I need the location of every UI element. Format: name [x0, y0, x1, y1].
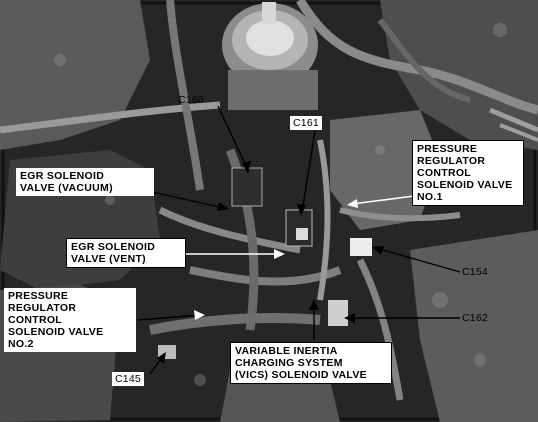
label-c160: C160 — [178, 94, 204, 106]
leader-egr-vacuum — [151, 191, 225, 209]
leader-prc-valve-2 — [137, 314, 201, 321]
label-c154: C154 — [462, 266, 488, 278]
label-c161: C161 — [290, 116, 322, 130]
label-vics-solenoid-valve: VARIABLE INERTIA CHARGING SYSTEM (VICS) … — [230, 342, 392, 384]
leader-c160 — [217, 105, 249, 171]
arrowhead-c160 — [242, 161, 251, 174]
arrowhead-prc-valve-1 — [347, 199, 358, 208]
label-pressure-regulator-control-solenoid-valve-2: PRESSURE REGULATOR CONTROL SOLENOID VALV… — [4, 288, 136, 352]
label-c162: C162 — [462, 312, 488, 324]
arrowhead-c154 — [372, 246, 384, 255]
arrowhead-vics — [309, 299, 319, 310]
label-pressure-regulator-control-solenoid-valve-1: PRESSURE REGULATOR CONTROL SOLENOID VALV… — [412, 140, 524, 206]
label-c145: C145 — [112, 372, 144, 386]
label-egr-solenoid-valve-vent: EGR SOLENOID VALVE (VENT) — [66, 238, 186, 268]
arrowhead-prc-valve-2 — [194, 310, 205, 320]
leader-prc-valve-1 — [351, 195, 415, 205]
arrowhead-c162 — [344, 313, 355, 323]
arrowhead-c145 — [157, 352, 166, 364]
arrowhead-egr-vacuum — [217, 202, 229, 211]
arrowhead-c161 — [297, 204, 306, 216]
arrowhead-egr-vent — [274, 249, 285, 259]
label-egr-solenoid-valve-vacuum: EGR SOLENOID VALVE (VACUUM) — [16, 168, 154, 196]
leader-c161 — [301, 130, 316, 213]
leader-c154 — [375, 247, 461, 273]
